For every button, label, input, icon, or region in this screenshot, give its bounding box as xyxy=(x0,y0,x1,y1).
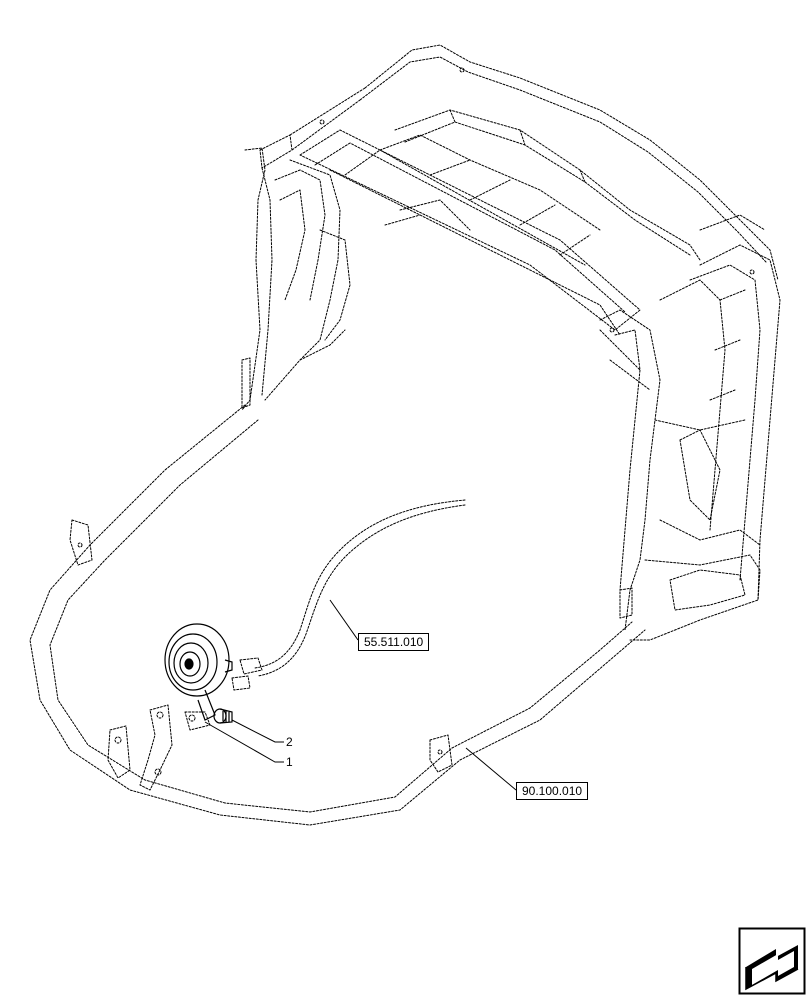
leader-line-harness xyxy=(329,599,359,641)
leader-line-frame xyxy=(465,747,517,791)
horn-part xyxy=(164,623,233,721)
bolt-part xyxy=(213,708,233,724)
horn-bracket xyxy=(107,704,211,791)
reference-box-harness[interactable]: 55.511.010 xyxy=(358,633,430,651)
leader-line-2 xyxy=(231,719,284,743)
next-page-arrow-icon[interactable] xyxy=(738,927,806,995)
callout-2: 2 xyxy=(286,735,293,749)
leader-line-1 xyxy=(204,721,284,763)
wiring-harness xyxy=(231,499,466,691)
callout-1: 1 xyxy=(286,755,293,769)
reference-box-frame[interactable]: 90.100.010 xyxy=(516,782,589,800)
cab-frame-structure xyxy=(241,44,781,641)
lower-frame-rail xyxy=(29,404,646,826)
